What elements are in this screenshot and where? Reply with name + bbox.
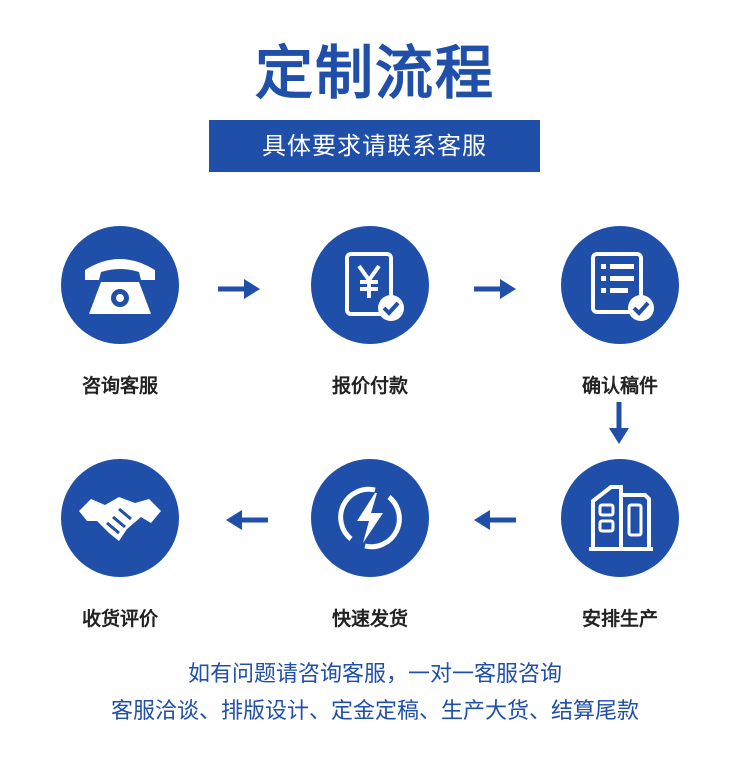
step-circle: [561, 459, 679, 577]
footer-line-2: 客服洽谈、排版设计、定金定稿、生产大货、结算尾款: [110, 699, 639, 724]
step-label: 咨询客服: [81, 375, 158, 397]
subtitle-banner: 具体要求请联系客服: [209, 120, 540, 172]
step-label: 报价付款: [331, 375, 408, 397]
arrow-down-icon: [609, 402, 629, 444]
document-check-icon: [591, 252, 654, 321]
step-production: 安排生产: [540, 459, 700, 631]
step-shipping: 快速发货: [290, 459, 450, 631]
telephone-icon: [85, 259, 155, 314]
step-circle: [561, 226, 679, 344]
lightning-bolt-icon: [338, 486, 402, 550]
footer-line-1: 如有问题请咨询客服，一对一客服咨询: [187, 662, 562, 687]
yuan-receipt-check-icon: [345, 252, 404, 321]
step-confirm: 确认稿件: [540, 226, 700, 398]
factory-building-icon: [589, 485, 653, 551]
step-circle: [311, 459, 429, 577]
step-review: 收货评价: [40, 459, 200, 631]
arrow-right-icon: [474, 279, 516, 299]
page-title: 定制流程: [254, 39, 495, 107]
step-circle: [311, 226, 429, 344]
arrow-left-icon: [226, 510, 268, 530]
arrow-right-icon: [218, 279, 260, 299]
step-payment: 报价付款: [290, 226, 450, 398]
step-circle: [61, 459, 179, 577]
step-circle: [61, 226, 179, 344]
step-label: 确认稿件: [581, 375, 658, 397]
step-label: 收货评价: [81, 608, 158, 630]
step-label: 快速发货: [331, 608, 408, 630]
arrow-left-icon: [474, 510, 516, 530]
step-label: 安排生产: [581, 608, 658, 630]
handshake-icon: [79, 497, 161, 541]
step-consult: 咨询客服: [40, 226, 200, 398]
